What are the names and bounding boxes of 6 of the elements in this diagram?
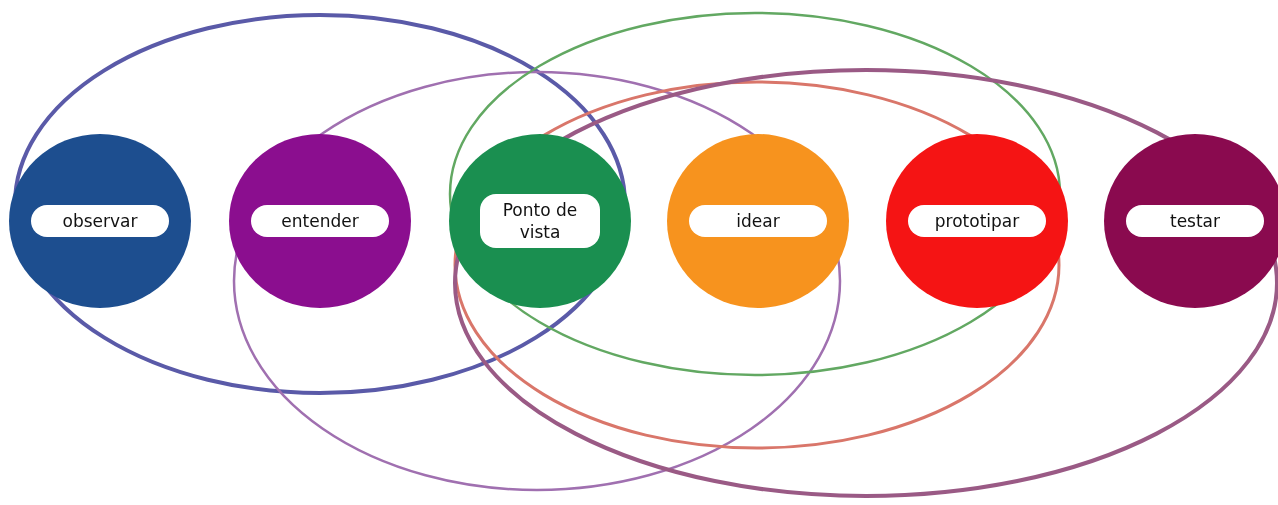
stage-label: idear xyxy=(689,205,827,237)
stage-label: Ponto de vista xyxy=(480,194,600,248)
stage-label: entender xyxy=(251,205,389,237)
stage-label: testar xyxy=(1126,205,1264,237)
stage-label: prototipar xyxy=(908,205,1046,237)
stage-label: observar xyxy=(31,205,169,237)
